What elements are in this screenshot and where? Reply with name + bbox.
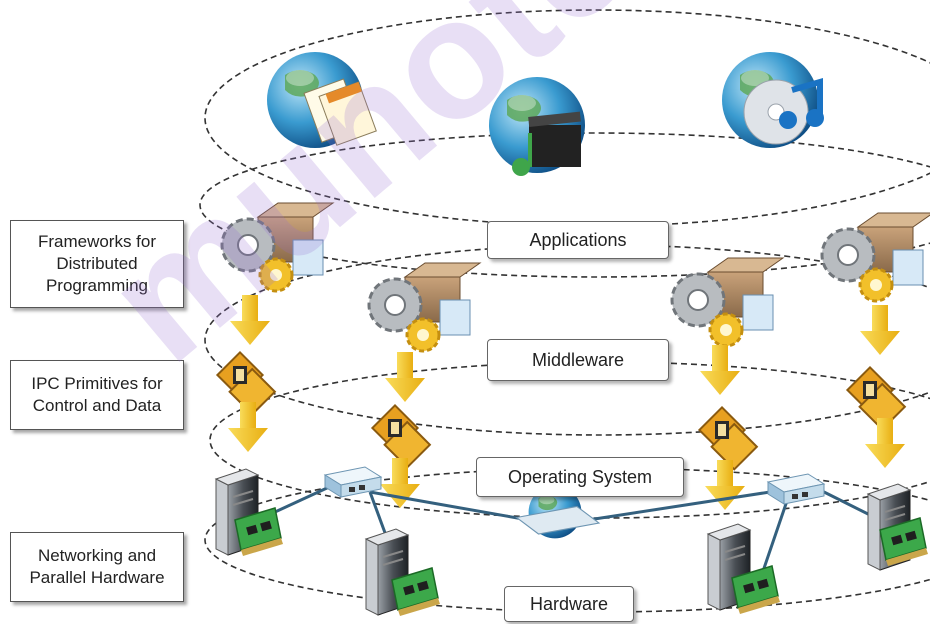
arrow-framework-to-ipc-4 [860, 305, 900, 355]
applications-layer-box: Applications [487, 221, 669, 259]
globe-media-clapper-icon [489, 77, 585, 176]
frameworks-label: Frameworks for Distributed Programming [10, 220, 184, 308]
arrow-framework-to-ipc-2 [385, 352, 425, 402]
applications-ring-bottom [199, 132, 930, 278]
ipc-primitive-icon-4 [846, 366, 906, 431]
networking-hardware-label: Networking and Parallel Hardware [10, 532, 184, 602]
hardware-layer-box: Hardware [504, 586, 634, 622]
framework-gear-icon-4 [820, 211, 930, 303]
network-hub-globe-icon [515, 485, 601, 539]
operating-system-layer-box: Operating System [476, 457, 684, 497]
ipc-primitives-label: IPC Primitives for Control and Data [10, 360, 184, 430]
globe-documents-icon [267, 52, 377, 148]
network-switch-icon-2 [767, 473, 825, 505]
globe-music-cd-icon [722, 52, 824, 148]
arrow-framework-to-ipc-3 [700, 345, 740, 395]
framework-gear-icon-3 [670, 256, 785, 348]
middleware-layer-box: Middleware [487, 339, 669, 381]
arrow-ipc-to-hardware-4 [865, 418, 905, 468]
framework-gear-icon-1 [220, 201, 335, 293]
framework-gear-icon-2 [367, 261, 482, 353]
arrow-ipc-to-hardware-1 [228, 402, 268, 452]
